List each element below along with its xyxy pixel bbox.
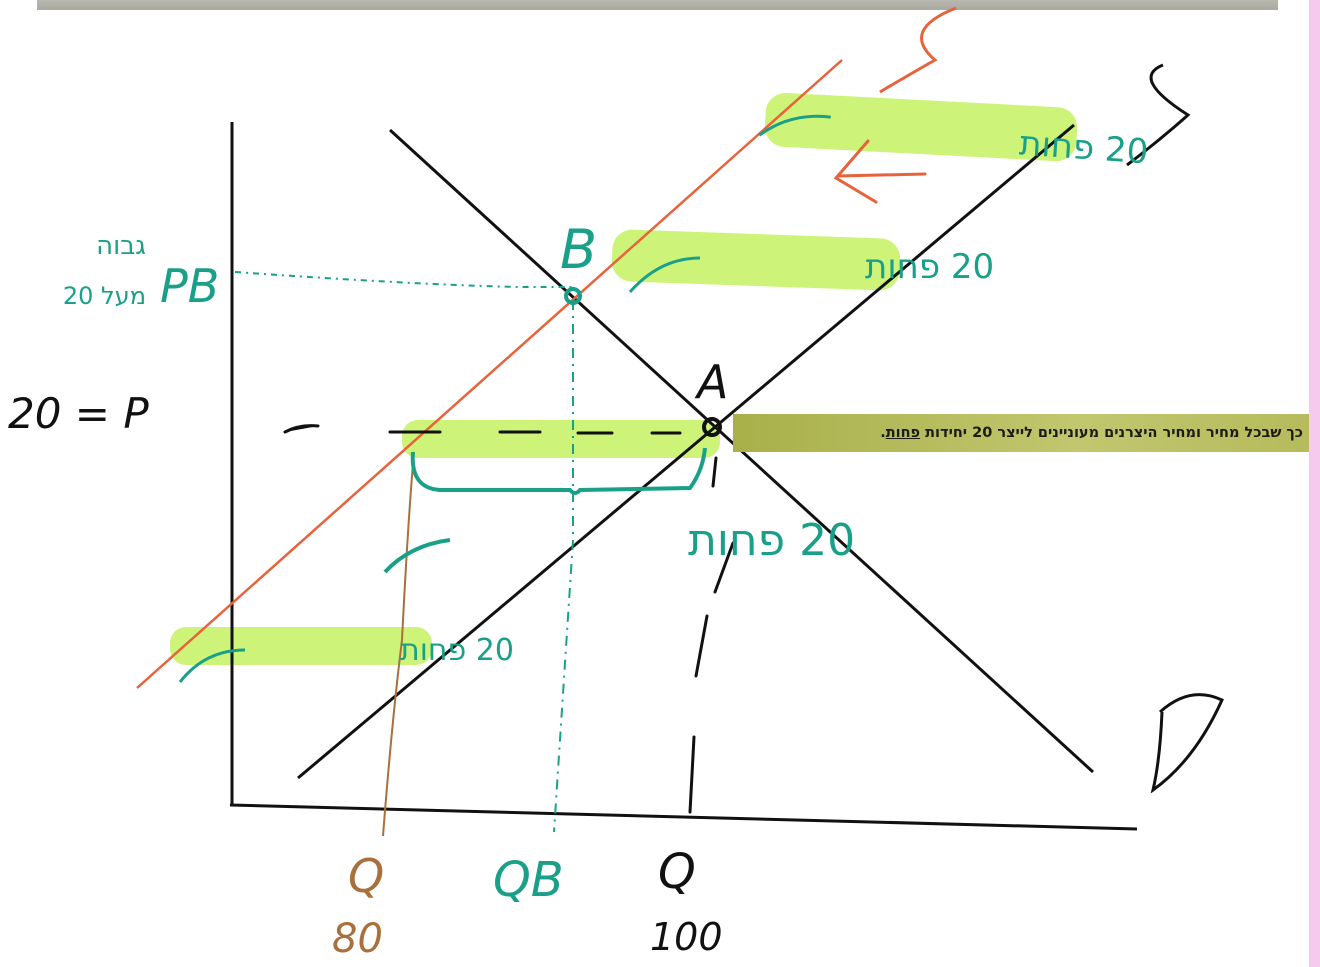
point-a-marker <box>702 417 722 437</box>
quantity-b-label: QB <box>493 852 564 908</box>
x-axis <box>229 803 1138 831</box>
supply-line <box>297 123 1075 780</box>
eq-quantity-dashes <box>688 456 735 814</box>
point-b-guides <box>234 271 574 833</box>
highlight-top <box>764 92 1078 162</box>
shift-arrow <box>833 139 927 204</box>
point-b-label: B <box>560 218 597 281</box>
equilibrium-price-dashes <box>283 424 682 435</box>
note-mid-text: 20 פחות <box>688 515 855 566</box>
demand-label-mark <box>1150 693 1224 794</box>
price-b-note-2: מעל 20 <box>63 282 146 310</box>
eq-quantity-label: Q <box>658 844 696 900</box>
new-quantity-label: Q <box>348 849 384 903</box>
supply-label-mark <box>1126 63 1191 167</box>
price-b-label: PB <box>160 259 219 313</box>
note-top-text: 20 פחות <box>1018 123 1150 172</box>
note-b-text: 20 פחות <box>865 247 994 287</box>
highlight-price-line <box>402 420 720 458</box>
note-b: 20 פחות <box>628 247 994 293</box>
note-mid: 20 פחות <box>383 515 855 574</box>
highlight-b-note <box>611 229 901 291</box>
shift-bracket <box>410 447 707 495</box>
caption-banner: כך שבכל מחיר ומחיר היצרנים מעוניינים ליי… <box>733 414 1309 452</box>
right-edge-strip <box>1309 0 1320 967</box>
highlights <box>170 92 1078 665</box>
equilibrium-price-label: 20 = P <box>8 389 149 438</box>
price-b-note-1: גבוה <box>96 231 146 261</box>
note-top: 20 פחות <box>758 114 1150 172</box>
highlight-left-note <box>170 627 432 665</box>
caption-text: כך שבכל מחיר ומחיר היצרנים מעוניינים ליי… <box>925 425 1303 441</box>
point-a-label: A <box>694 355 728 409</box>
new-quantity-line <box>382 451 415 837</box>
new-quantity-value: 80 <box>332 916 383 962</box>
caption-end: . <box>880 425 886 441</box>
caption-emphasis: פחות <box>885 425 921 441</box>
new-supply-label-mark <box>879 6 957 94</box>
eq-quantity-value: 100 <box>650 915 723 959</box>
point-b-marker <box>564 287 582 305</box>
note-left: 20 פחות <box>178 633 514 683</box>
new-supply-line <box>136 59 843 689</box>
note-left-text: 20 פחות <box>400 633 514 668</box>
top-bar <box>37 0 1278 10</box>
